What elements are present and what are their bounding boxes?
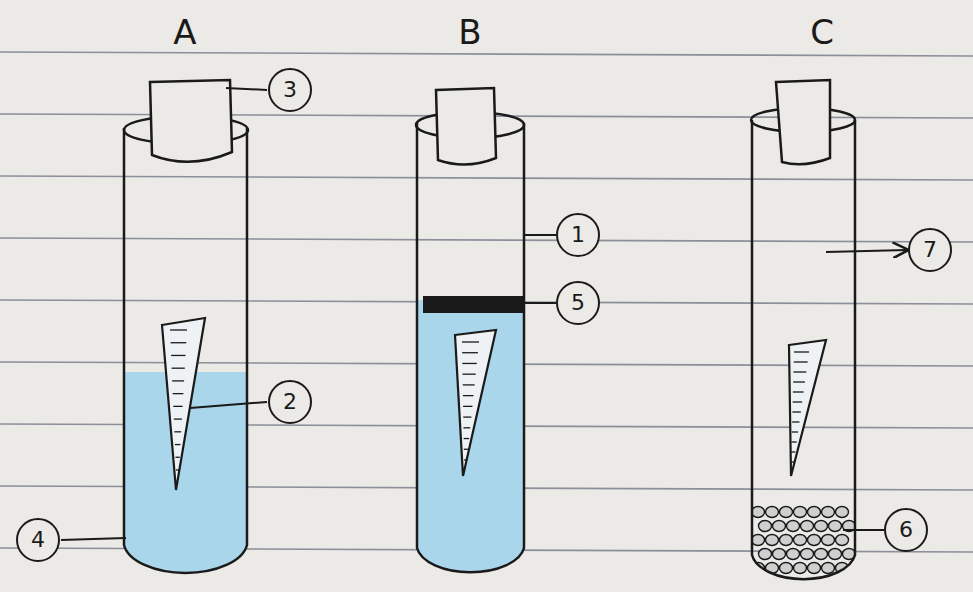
graduation-mark [462, 352, 478, 353]
graduation-mark [463, 427, 470, 428]
test-tube-a [124, 80, 248, 573]
bead [787, 549, 800, 560]
bead [801, 549, 814, 560]
bead [836, 535, 849, 546]
bead [766, 535, 779, 546]
callout-circle: 4 [16, 518, 60, 562]
callout-number: 7 [923, 239, 937, 261]
graduation-mark [791, 451, 795, 452]
callout-circle: 7 [908, 228, 952, 272]
callout-circle: 3 [268, 68, 312, 112]
bead [780, 507, 793, 518]
graduation-mark [173, 406, 182, 407]
graduation-mark [793, 401, 803, 402]
graduation-mark [171, 355, 185, 356]
test-tube-c [751, 80, 856, 579]
bead [815, 521, 828, 532]
graduation-mark [793, 371, 806, 372]
ruled-line [0, 176, 973, 180]
leader-lines [61, 88, 907, 540]
bead [808, 535, 821, 546]
bead [780, 563, 793, 574]
callout-circle: 1 [556, 213, 600, 257]
tube-letter: B [458, 15, 481, 49]
graduation-mark [794, 361, 808, 362]
callout-number: 6 [899, 519, 913, 541]
bead [766, 507, 779, 518]
graduation-mark [792, 431, 798, 432]
graduation-mark [171, 342, 187, 343]
graduation-mark [173, 393, 184, 394]
bead [822, 535, 835, 546]
graduation-mark [463, 395, 474, 396]
graduation-mark [793, 391, 804, 392]
bead [822, 507, 835, 518]
bead [808, 507, 821, 518]
graduation-mark [463, 406, 472, 407]
ruled-line [0, 238, 973, 242]
bead [801, 521, 814, 532]
graduation-mark [464, 438, 470, 439]
graduation-mark [792, 411, 800, 412]
bead [836, 507, 849, 518]
bead [794, 563, 807, 574]
tube-letter: A [173, 15, 196, 49]
graduation-mark [462, 341, 479, 342]
graduation-mark [463, 374, 476, 375]
bead [829, 549, 842, 560]
bead [808, 563, 821, 574]
bead [752, 507, 765, 518]
graduation-mark [463, 384, 475, 385]
bead [787, 521, 800, 532]
graduation-mark [172, 380, 184, 381]
bead [759, 521, 772, 532]
bead [773, 521, 786, 532]
graduation-mark [464, 449, 468, 450]
graduation-mark [793, 381, 805, 382]
graduation-mark [792, 441, 797, 442]
graduation-mark [174, 431, 181, 432]
graduation-mark [462, 363, 476, 364]
bead [815, 549, 828, 560]
test-tube-b [416, 88, 524, 572]
callout-number: 3 [283, 79, 297, 101]
callout-number: 1 [571, 224, 585, 246]
graduation-mark [464, 459, 467, 460]
callout-circle: 6 [884, 508, 928, 552]
bead [829, 521, 842, 532]
ruled-line [0, 52, 973, 56]
graduation-mark [463, 416, 471, 417]
callout-circle: 5 [556, 281, 600, 325]
graduation-mark [792, 421, 799, 422]
bead [794, 507, 807, 518]
callout-circle: 2 [268, 380, 312, 424]
bead [759, 549, 772, 560]
graduation-mark [175, 457, 179, 458]
bead [780, 535, 793, 546]
bead [752, 535, 765, 546]
graduation-mark [174, 418, 182, 419]
callout-number: 5 [571, 292, 585, 314]
graduation-mark [791, 461, 794, 462]
graduation-mark [172, 368, 185, 369]
tube-letter: C [810, 15, 834, 49]
bead [794, 535, 807, 546]
graduation-mark [175, 444, 181, 445]
bead [773, 549, 786, 560]
callout-number: 2 [283, 391, 297, 413]
graduation-mark [794, 351, 809, 352]
bead [822, 563, 835, 574]
callout-number: 4 [31, 529, 45, 551]
graduation-mark [176, 469, 179, 470]
graduation-mark [170, 329, 187, 330]
